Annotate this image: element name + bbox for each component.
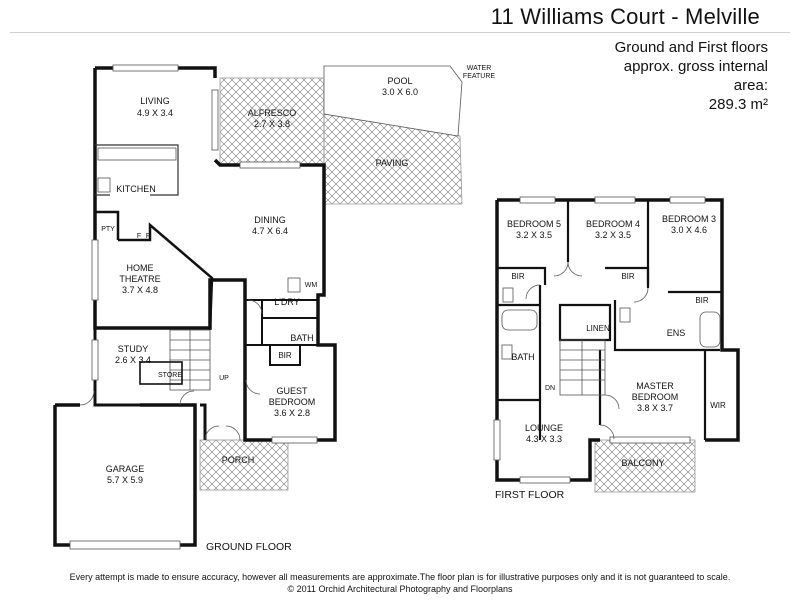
stairs-down-label: DN: [545, 385, 555, 392]
guest-bedroom-size: 3.6 X 2.8: [274, 408, 310, 418]
guest-bedroom-label-1: GUEST: [276, 386, 308, 396]
page-title: 11 Williams Court - Melville: [490, 4, 760, 29]
first-outer-walls: [495, 198, 740, 482]
first-floor-plan: [493, 196, 740, 493]
living-size: 4.9 X 3.4: [137, 108, 173, 118]
area-line-3: area:: [733, 77, 768, 94]
area-line-1: Ground and First floors: [614, 39, 768, 56]
lounge-size: 4.3 X 3.3: [526, 434, 562, 444]
dining-size: 4.7 X 6.4: [252, 226, 288, 236]
ground-stairs: [169, 329, 211, 391]
ensuite-label: ENS: [667, 328, 686, 338]
paving-label: PAVING: [376, 158, 409, 168]
pool-label: POOL: [387, 76, 412, 86]
pool-area: [323, 65, 463, 137]
first-bir-label-2: BIR: [621, 272, 635, 281]
alfresco-size: 2.7 X 3.8: [254, 119, 290, 129]
home-theatre-label-1: HOME: [127, 263, 154, 273]
balcony-label: BALCONY: [621, 458, 664, 468]
first-floor-label: FIRST FLOOR: [495, 489, 565, 501]
title-divider: [10, 32, 790, 33]
guest-bedroom-label-2: BEDROOM: [269, 397, 316, 407]
ground-bath-label: BATH: [290, 333, 313, 343]
laundry-bath-walls: [245, 299, 318, 366]
ground-door-swings: [79, 299, 263, 441]
master-bedroom-size: 3.8 X 3.7: [637, 403, 673, 413]
alfresco-area: [219, 77, 325, 165]
first-internal-walls: [497, 200, 722, 440]
first-stairs: [559, 339, 606, 396]
bedroom4-size: 3.2 X 3.5: [595, 230, 631, 240]
wir-label: WIR: [710, 401, 726, 410]
porch-area: [199, 439, 289, 491]
master-bedroom-label-1: MASTER: [636, 381, 674, 391]
fridge-label-2: F: [146, 233, 150, 240]
first-bir-label-1: BIR: [511, 272, 525, 281]
study-size: 2.6 X 3.4: [115, 355, 151, 365]
balcony-area: [594, 439, 696, 493]
dining-label: DINING: [254, 215, 286, 225]
laundry-label: L'DRY: [274, 297, 300, 307]
ground-floor-label: GROUND FLOOR: [206, 541, 292, 553]
ground-windows: [91, 64, 318, 444]
first-bath-label: BATH: [511, 352, 534, 362]
first-fixtures: [501, 287, 721, 360]
bedroom3-label: BEDROOM 3: [662, 214, 716, 224]
ground-bir-label: BIR: [278, 351, 292, 360]
living-label: LIVING: [140, 96, 170, 106]
store-cupboard: [139, 361, 183, 385]
bedroom5-size: 3.2 X 3.5: [516, 230, 552, 240]
garage-door: [69, 540, 181, 550]
bedroom3-size: 3.0 X 4.6: [671, 225, 707, 235]
store-label: STORE: [158, 372, 182, 379]
wm-label: WM: [305, 282, 318, 289]
study-label: STUDY: [118, 344, 149, 354]
kitchen-bench: [95, 144, 179, 196]
master-bedroom-label-2: BEDROOM: [632, 392, 679, 402]
water-feature-label-1: WATER: [467, 65, 492, 72]
first-windows: [493, 196, 706, 484]
linen-label: LINEN: [586, 324, 610, 333]
area-value: 289.3 m²: [708, 96, 768, 113]
fridge-label-1: F: [137, 233, 141, 240]
water-feature-label-2: FEATURE: [463, 73, 495, 80]
first-bir-label-3: BIR: [695, 296, 709, 305]
garage-label: GARAGE: [106, 464, 145, 474]
bedroom4-label: BEDROOM 4: [586, 219, 640, 229]
garage-size: 5.7 X 5.9: [107, 475, 143, 485]
lounge-label: LOUNGE: [525, 423, 563, 433]
pty-label: PTY: [101, 226, 115, 233]
sink-icon: [287, 277, 301, 293]
copyright-text: © 2011 Orchid Architectural Photography …: [287, 584, 513, 594]
area-summary: Ground and First floors approx. gross in…: [568, 38, 768, 114]
first-door-swings: [525, 261, 649, 440]
ground-floor-plan: [53, 64, 463, 550]
alfresco-label: ALFRESCO: [248, 108, 297, 118]
disclaimer-text: Every attempt is made to ensure accuracy…: [69, 572, 731, 582]
garage-walls: [53, 403, 197, 547]
home-theatre-size: 3.7 X 4.8: [122, 285, 158, 295]
bedroom5-label: BEDROOM 5: [507, 219, 561, 229]
kitchen-label: KITCHEN: [116, 184, 156, 194]
cooktop-icon: [97, 177, 111, 193]
ground-internal-walls: [95, 210, 214, 331]
area-line-2: approx. gross internal: [623, 58, 768, 75]
porch-label: PORCH: [222, 455, 255, 465]
stairs-up-label: UP: [219, 375, 229, 382]
home-theatre-label-2: THEATRE: [119, 274, 160, 284]
pool-size: 3.0 X 6.0: [382, 87, 418, 97]
